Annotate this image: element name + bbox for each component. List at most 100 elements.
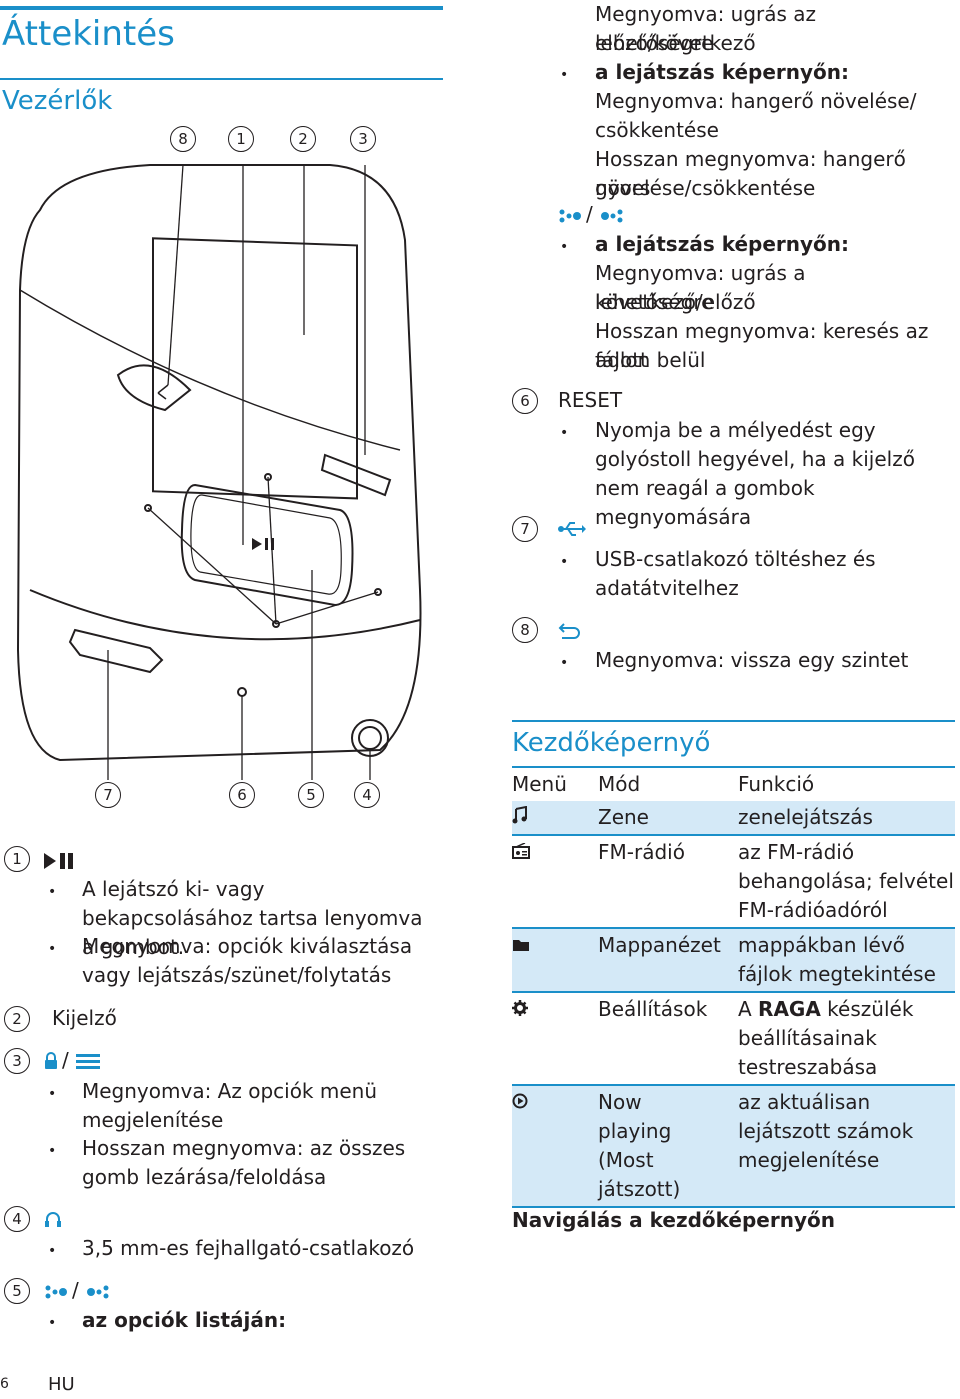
callout-3-top: 3: [350, 126, 376, 152]
r-line-2: lehetőségre: [595, 31, 714, 55]
home-title: Kezdőképernyő: [512, 728, 711, 758]
separator: /: [72, 1278, 79, 1302]
music-note-icon: [512, 801, 598, 836]
col-func: Funkció: [738, 772, 815, 796]
table-row: FM-rádió az FM-rádió behangolása; felvét…: [512, 835, 955, 929]
bullet-dot: •: [560, 554, 569, 570]
page-number: 6: [0, 1376, 9, 1392]
mode-cell: Now playing (Most játszott): [598, 1085, 738, 1208]
callout-6-bottom: 6: [229, 782, 255, 808]
bullet-dot: •: [48, 1315, 57, 1331]
col-menu: Menü: [512, 772, 567, 796]
callout-1-top: 1: [228, 126, 254, 152]
item-2: 2: [4, 1006, 30, 1032]
item-number: 1: [4, 846, 30, 872]
func-cell: mappákban lévő fájlok megtekintése: [738, 928, 955, 993]
back-icon: [558, 623, 580, 639]
play-pause-icon: [44, 853, 73, 869]
lock-icon: [45, 1052, 57, 1069]
callout-5-bottom: 5: [298, 782, 324, 808]
r-b1-line-4: növelése/csökkentése: [595, 176, 816, 200]
item-8: 8: [512, 617, 538, 643]
header-rule: [0, 6, 443, 10]
display-label: Kijelző: [52, 1006, 117, 1030]
next-dots-icon: [601, 209, 623, 223]
item-4-bullet-1: 3,5 mm-es fejhallgató-csatlakozó: [82, 1236, 415, 1260]
nav-heading: Navigálás a kezdőképernyőn: [512, 1208, 835, 1232]
separator: /: [586, 202, 593, 226]
item-1-bullet-1: A lejátszó ki- vagy bekapcsolásához tart…: [82, 877, 423, 959]
home-table: Menü Mód Funkció Zene zenelejátszás FM-r…: [512, 766, 955, 1208]
item-7: 7: [512, 516, 538, 542]
r-b2-title: a lejátszás képernyőn:: [595, 232, 850, 256]
bullet-dot: •: [48, 1143, 57, 1159]
mode-cell: Mappanézet: [598, 928, 738, 993]
section-rule: [0, 78, 443, 80]
menu-icon: [76, 1054, 100, 1069]
item-6: 6: [512, 388, 538, 414]
col-mode: Mód: [598, 772, 641, 796]
usb-icon: [558, 522, 586, 536]
device-illustration: [16, 164, 422, 780]
bullet-dot: •: [560, 67, 569, 83]
page-title: Áttekintés: [2, 14, 175, 54]
r-b1-line-1: Megnyomva: hangerő növelése/: [595, 89, 917, 113]
func-cell: az aktuálisan lejátszott számok megjelen…: [738, 1085, 955, 1208]
bullet-dot: •: [560, 239, 569, 255]
item-8-bullet-1: Megnyomva: vissza egy szintet: [595, 648, 909, 672]
bullet-dot: •: [560, 425, 569, 441]
mode-cell: Beállítások: [598, 992, 738, 1086]
language-code: HU: [48, 1374, 75, 1395]
separator: /: [62, 1048, 69, 1072]
item-3-bullet-1: Megnyomva: Az opciók menü megjelenítése: [82, 1079, 378, 1132]
brand-name: RAGA: [758, 997, 821, 1021]
callout-7-bottom: 7: [95, 782, 121, 808]
headphone-icon: [45, 1212, 61, 1227]
item-7-bullet-1: USB-csatlakozó töltéshez és adatátvitelh…: [595, 547, 876, 600]
folder-icon: [512, 928, 598, 993]
r-b2-line-2: lehetőségre: [595, 290, 714, 314]
table-row: Now playing (Most játszott) az aktuálisa…: [512, 1085, 955, 1208]
r-b2-line-4: fájlon belül: [595, 348, 706, 372]
item-1: 1: [4, 846, 30, 872]
reset-label: RESET: [558, 388, 623, 412]
callout-8-top: 8: [170, 126, 196, 152]
callout-4-bottom: 4: [354, 782, 380, 808]
previous-dots-icon: [559, 209, 581, 223]
r-b1-line-3: Hosszan megnyomva: hangerő gyors: [595, 147, 906, 200]
r-b2-line-3: Hosszan megnyomva: keresés az adott: [595, 319, 929, 372]
table-row: Beállítások A RAGA készülék beállításain…: [512, 992, 955, 1086]
func-cell: az FM-rádió behangolása; felvétel FM-rád…: [738, 835, 955, 929]
table-row: Mappanézet mappákban lévő fájlok megteki…: [512, 928, 955, 993]
bullet-dot: •: [48, 884, 57, 900]
func-cell: zenelejátszás: [738, 801, 955, 836]
section-title: Vezérlők: [2, 86, 113, 116]
r-line-1: Megnyomva: ugrás az előző/következő: [595, 2, 817, 55]
gear-icon: [512, 992, 598, 1086]
r-b1-title: a lejátszás képernyőn:: [595, 60, 850, 84]
item-3: 3: [4, 1048, 30, 1074]
bullet-dot: •: [48, 1086, 57, 1102]
item-4: 4: [4, 1206, 30, 1232]
bullet-dot: •: [48, 1243, 57, 1259]
next-dots-icon: [87, 1285, 109, 1299]
callout-2-top: 2: [290, 126, 316, 152]
table-header-row: Menü Mód Funkció: [512, 767, 955, 801]
play-circle-icon: [512, 1085, 598, 1208]
item-1-bullet-2: Megnyomva: opciók kiválasztása vagy lejá…: [82, 934, 413, 987]
func-cell: A RAGA készülék beállításainak testresza…: [738, 992, 955, 1086]
item-5-bullet-1: az opciók listáján:: [82, 1308, 287, 1332]
item-6-bullet-1: Nyomja be a mélyedést egy golyóstoll heg…: [595, 418, 915, 529]
r-b1-line-2: csökkentése: [595, 118, 719, 142]
item-3-bullet-2: Hosszan megnyomva: az összes gomb lezárá…: [82, 1136, 406, 1189]
item-5: 5: [4, 1278, 30, 1304]
r-b2-line-1: Megnyomva: ugrás a következő/előző: [595, 261, 806, 314]
table-row: Zene zenelejátszás: [512, 801, 955, 836]
mode-cell: Zene: [598, 801, 738, 836]
mode-cell: FM-rádió: [598, 835, 738, 929]
bullet-dot: •: [48, 941, 57, 957]
bullet-dot: •: [560, 655, 569, 671]
home-rule: [512, 720, 955, 722]
previous-dots-icon: [45, 1285, 67, 1299]
radio-icon: [512, 835, 598, 929]
